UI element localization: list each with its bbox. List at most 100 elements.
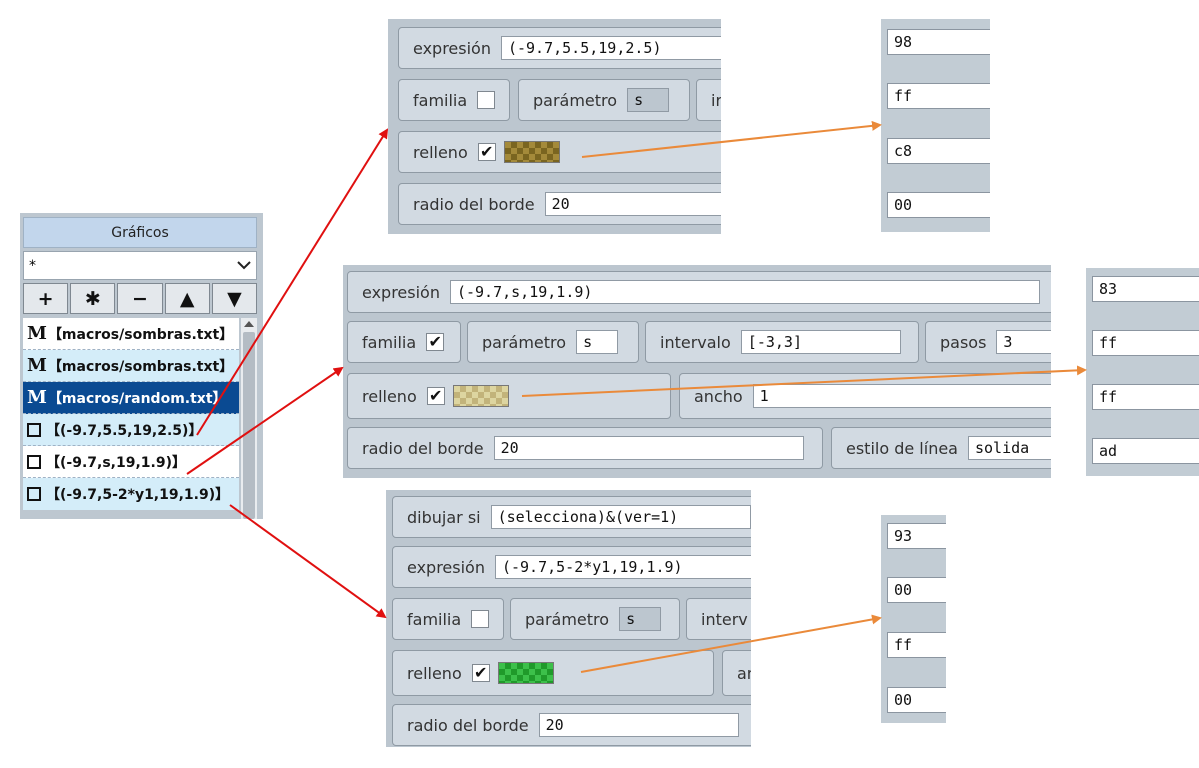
hex-blue-input[interactable]: ff <box>887 632 946 658</box>
ancho-input[interactable]: 1 <box>752 384 1051 408</box>
hex-red-input[interactable]: 98 <box>887 29 990 55</box>
hex-green-input[interactable]: 00 <box>887 577 946 603</box>
intervalo-input[interactable]: [-3,3] <box>740 330 901 354</box>
list-item-label: 【macros/sombras.txt】 <box>47 326 234 343</box>
list-item-label: 【(-9.7,5.5,19,2.5)】 <box>46 422 203 439</box>
macro-icon: M <box>27 355 47 376</box>
familia-checkbox[interactable]: ✔ <box>426 333 445 351</box>
intervalo-label: ir <box>711 90 721 110</box>
intervalo-label: intervalo <box>660 332 731 352</box>
expresion-field: expresión (-9.7,5-2*y1,19,1.9) <box>392 546 751 588</box>
familia-label: familia <box>413 90 468 110</box>
intervalo-field: ir <box>696 79 721 121</box>
relleno-label: relleno <box>407 663 462 683</box>
config-panel-1: expresión (-9.7,5.5,19,2.5) familia pará… <box>388 19 721 234</box>
pasos-field: pasos 3 <box>925 321 1051 363</box>
intervalo-field: interv <box>686 598 751 640</box>
list-item[interactable]: M【macros/sombras.txt】 <box>23 350 239 382</box>
add-button[interactable]: + <box>23 283 69 314</box>
hex-alpha-input[interactable]: ad <box>1092 438 1199 464</box>
ancho-field: ancho 1 <box>679 373 1051 419</box>
relleno-checkbox[interactable]: ✔ <box>471 664 490 682</box>
radio-borde-input[interactable]: 20 <box>493 436 804 460</box>
familia-checkbox[interactable] <box>471 610 490 628</box>
expresion-input[interactable]: (-9.7,5.5,19,2.5) <box>500 36 721 60</box>
rect-checkbox-icon[interactable] <box>27 422 41 437</box>
radio-borde-input[interactable]: 20 <box>544 192 721 216</box>
rect-checkbox-icon[interactable] <box>27 454 41 469</box>
ancho-label: an <box>737 663 751 683</box>
dibujar-si-label: dibujar si <box>407 507 481 527</box>
move-up-button[interactable]: ▲ <box>164 283 210 314</box>
pasos-label: pasos <box>940 332 987 352</box>
parametro-field: parámetro s <box>510 598 680 640</box>
expresion-label: expresión <box>407 557 485 577</box>
select-all-button[interactable]: ✱ <box>70 283 116 314</box>
hex-blue-input[interactable]: c8 <box>887 138 990 164</box>
familia-label: familia <box>407 609 462 629</box>
dibujar-si-input[interactable]: (selecciona)&(ver=1) <box>490 505 751 529</box>
relleno-checkbox[interactable]: ✔ <box>426 387 445 405</box>
list-item-label: 【macros/sombras.txt】 <box>47 358 234 375</box>
hex-red-input[interactable]: 83 <box>1092 276 1199 302</box>
radio-borde-label: radio del borde <box>407 715 529 735</box>
estilo-linea-label: estilo de línea <box>846 438 958 458</box>
hex-green-input[interactable]: ff <box>1092 330 1199 356</box>
familia-field: familia ✔ <box>347 321 461 363</box>
relleno-field: relleno ✔ <box>392 650 714 696</box>
parametro-field: parámetro s <box>467 321 639 363</box>
scroll-up-icon[interactable] <box>244 321 254 327</box>
familia-checkbox[interactable] <box>477 91 496 109</box>
relleno-field: relleno ✔ <box>398 131 721 173</box>
familia-field: familia <box>392 598 504 640</box>
hex-alpha-input[interactable]: 00 <box>887 687 946 713</box>
config-panel-2: expresión (-9.7,s,19,1.9) familia ✔ pará… <box>343 265 1051 478</box>
expresion-input[interactable]: (-9.7,s,19,1.9) <box>449 280 1040 304</box>
pasos-input[interactable]: 3 <box>996 330 1051 354</box>
parametro-field: parámetro s <box>518 79 690 121</box>
red-arrow-item-3 <box>229 504 387 619</box>
remove-button[interactable]: − <box>117 283 163 314</box>
relleno-color-swatch[interactable] <box>497 662 554 684</box>
parametro-input[interactable]: s <box>619 607 662 631</box>
ancho-field: an <box>722 650 751 696</box>
dibujar-si-field: dibujar si (selecciona)&(ver=1) <box>392 496 751 538</box>
hex-green-input[interactable]: ff <box>887 83 990 109</box>
estilo-linea-field: estilo de línea solida <box>831 427 1051 469</box>
hex-panel-2: 83 ff ff ad <box>1086 268 1199 476</box>
hex-red-input[interactable]: 93 <box>887 523 946 549</box>
relleno-checkbox[interactable]: ✔ <box>477 143 496 161</box>
list-item[interactable]: 【(-9.7,s,19,1.9)】 <box>23 446 239 478</box>
graficos-scrollbar[interactable] <box>241 318 257 519</box>
intervalo-field: intervalo [-3,3] <box>645 321 919 363</box>
list-item[interactable]: M【macros/sombras.txt】 <box>23 318 239 350</box>
parametro-label: parámetro <box>533 90 618 110</box>
rect-checkbox-icon[interactable] <box>27 487 41 501</box>
estilo-linea-select[interactable]: solida <box>967 436 1051 460</box>
list-item[interactable]: 【(-9.7,5.5,19,2.5)】 <box>23 414 239 446</box>
list-item[interactable]: 【(-9.7,5-2*y1,19,1.9)】 <box>23 478 239 510</box>
list-item-selected[interactable]: M【macros/random.txt】 <box>23 382 239 414</box>
expresion-input[interactable]: (-9.7,5-2*y1,19,1.9) <box>494 555 751 579</box>
graficos-list: M【macros/sombras.txt】 M【macros/sombras.t… <box>23 318 239 519</box>
relleno-field: relleno ✔ <box>347 373 671 419</box>
parametro-input[interactable]: s <box>576 330 619 354</box>
list-item-label: 【(-9.7,s,19,1.9)】 <box>46 454 186 471</box>
move-down-button[interactable]: ▼ <box>211 283 258 314</box>
relleno-color-swatch[interactable] <box>452 385 509 407</box>
radio-borde-label: radio del borde <box>362 438 484 458</box>
graficos-filter-select[interactable]: * <box>23 251 257 280</box>
list-item-label: 【(-9.7,5-2*y1,19,1.9)】 <box>46 487 230 503</box>
scrollbar-thumb[interactable] <box>243 332 255 519</box>
radio-borde-field: radio del borde 20 <box>392 704 751 746</box>
list-item-label: 【macros/random.txt】 <box>47 390 227 407</box>
hex-alpha-input[interactable]: 00 <box>887 192 990 218</box>
radio-borde-label: radio del borde <box>413 194 535 214</box>
hex-panel-3: 93 00 ff 00 <box>881 515 946 723</box>
expresion-field: expresión (-9.7,5.5,19,2.5) <box>398 27 721 69</box>
relleno-color-swatch[interactable] <box>503 141 560 163</box>
hex-blue-input[interactable]: ff <box>1092 384 1199 410</box>
parametro-input[interactable]: s <box>627 88 670 112</box>
radio-borde-input[interactable]: 20 <box>538 713 739 737</box>
expresion-label: expresión <box>413 38 491 58</box>
